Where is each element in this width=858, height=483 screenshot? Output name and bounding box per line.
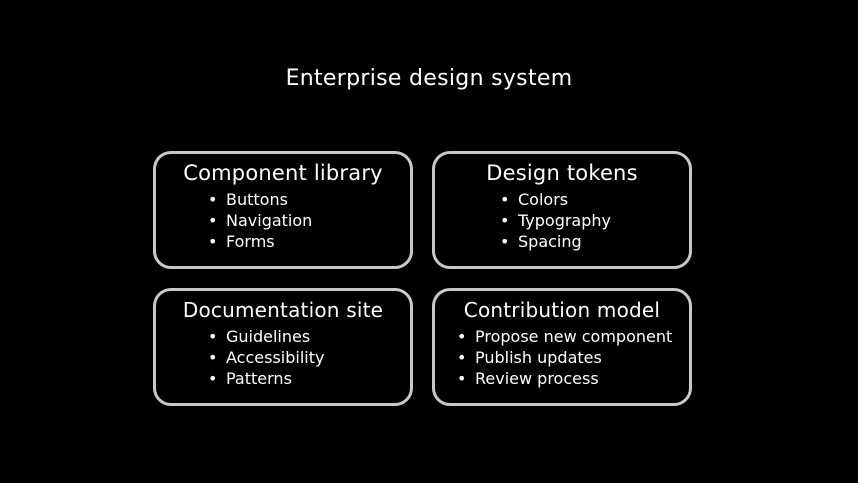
documentation-site-box: Documentation site Guidelines Accessibil… — [153, 288, 413, 406]
list-item: Navigation — [208, 210, 410, 231]
list-item: Propose new component — [457, 326, 689, 347]
list-item: Forms — [208, 231, 410, 252]
list-item: Buttons — [208, 189, 410, 210]
box-heading: Component library — [183, 161, 383, 185]
list-item: Publish updates — [457, 347, 689, 368]
box-heading: Documentation site — [182, 298, 384, 322]
diagram-title: Enterprise design system — [285, 66, 573, 91]
list-item: Accessibility — [208, 347, 410, 368]
box-heading: Contribution model — [463, 298, 661, 322]
box-heading: Design tokens — [486, 161, 638, 185]
bullet-list: Colors Typography Spacing — [435, 189, 689, 252]
bullet-list: Buttons Navigation Forms — [156, 189, 410, 252]
list-item: Patterns — [208, 368, 410, 389]
list-item: Review process — [457, 368, 689, 389]
list-item: Guidelines — [208, 326, 410, 347]
component-library-box: Component library Buttons Navigation For… — [153, 151, 413, 269]
list-item: Colors — [500, 189, 689, 210]
list-item: Spacing — [500, 231, 689, 252]
bullet-list: Guidelines Accessibility Patterns — [156, 326, 410, 389]
bullet-list: Propose new component Publish updates Re… — [435, 326, 689, 389]
list-item: Typography — [500, 210, 689, 231]
contribution-model-box: Contribution model Propose new component… — [432, 288, 692, 406]
design-tokens-box: Design tokens Colors Typography Spacing — [432, 151, 692, 269]
